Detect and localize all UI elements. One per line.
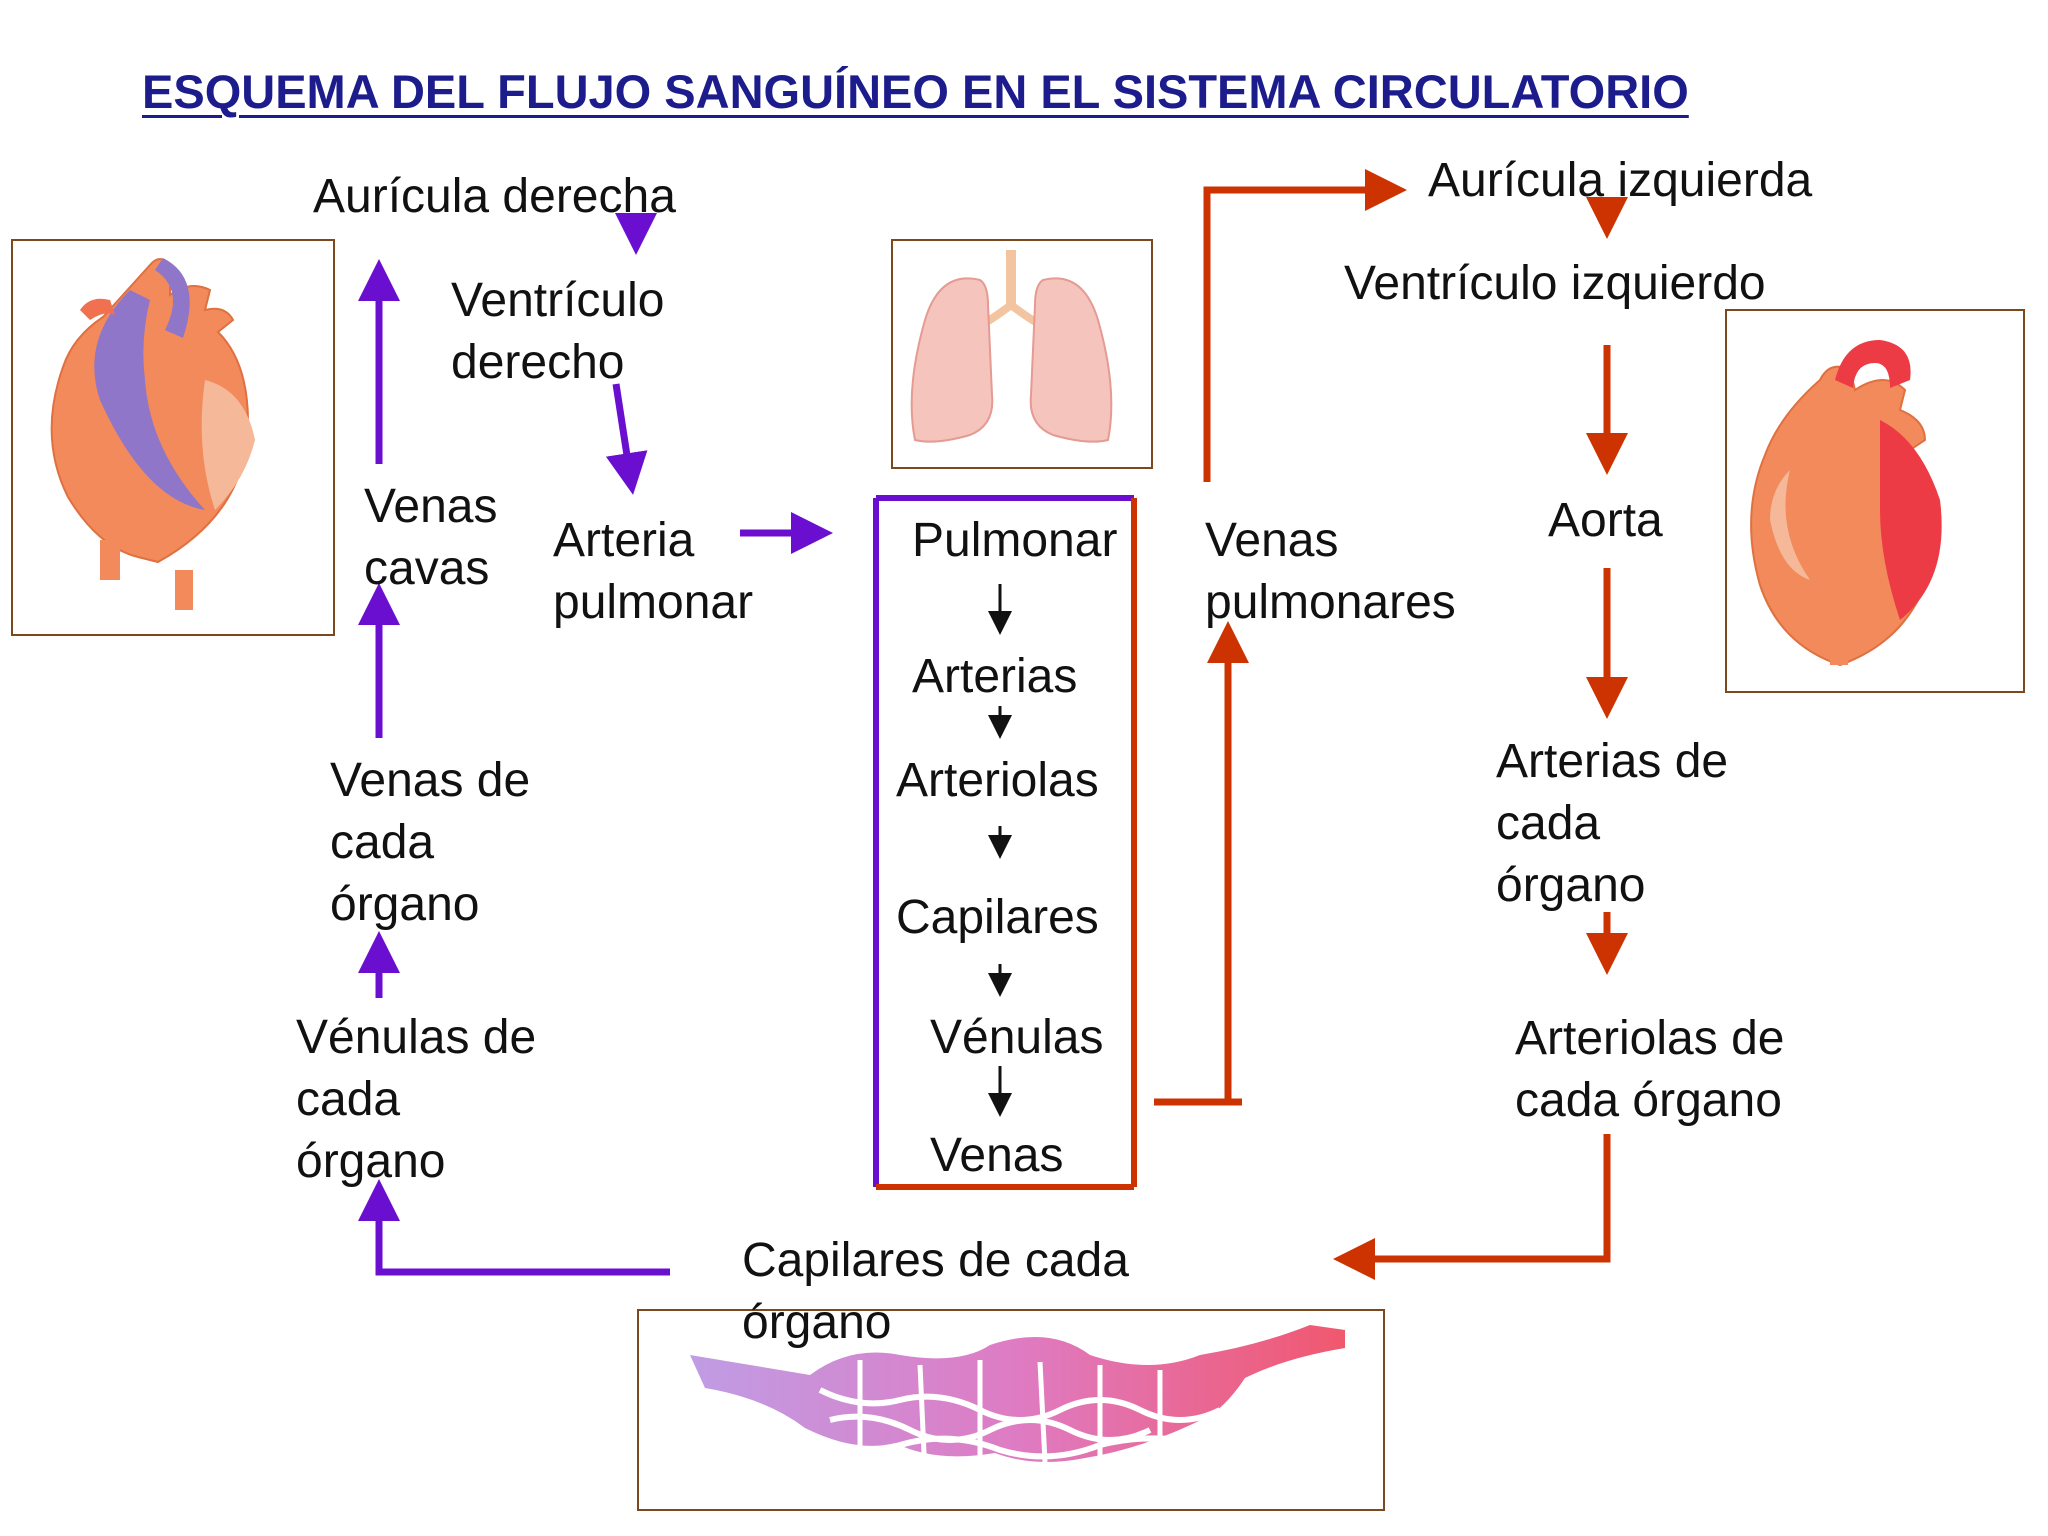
label-venas-de-cada-organo: Venas de cada órgano [330, 754, 531, 931]
pulmonary-item-arterias: Arterias [912, 650, 1078, 703]
lungs-icon [910, 250, 1113, 443]
pulmonary-item-arteriolas: Arteriolas [896, 754, 1099, 807]
label-venas-cavas: Venas cavas [364, 480, 498, 595]
pulmonary-item-pulmonar: Pulmonar [912, 514, 1118, 567]
heart-venous-icon [50, 258, 255, 610]
diagram-title: ESQUEMA DEL FLUJO SANGUÍNEO EN EL SISTEM… [142, 65, 1689, 118]
capillary-network-icon [690, 1325, 1345, 1476]
arrow-venas-pulmonares-to-auricula-izquierda [1203, 169, 1407, 482]
arrow-arteriolas-to-capilares [1333, 1134, 1611, 1280]
capillary-bed-image [637, 1309, 1385, 1511]
pulmonary-item-venas: Venas [930, 1129, 1064, 1182]
arrow-ventriculo-to-arteria-pulmonar [605, 383, 648, 495]
label-ventriculo-izquierdo: Ventrículo izquierdo [1344, 257, 1766, 310]
heart-arterial-icon [1750, 340, 1942, 667]
lungs-image [891, 239, 1153, 469]
label-arteria-pulmonar: Arteria pulmonar [553, 514, 754, 629]
pulmonary-circuit-box [873, 495, 1137, 1190]
label-capilares-de-cada-organo: Capilares de cada órgano [742, 1234, 1129, 1349]
arterial-flow-arrows [1154, 169, 1628, 1280]
label-venulas-de-cada-organo: Vénulas de cada órgano [296, 1011, 537, 1188]
arrow-capilares-to-venulas [358, 1179, 670, 1276]
heart-arterial-image [1725, 309, 2025, 693]
heart-venous-image [11, 239, 335, 636]
venous-flow-arrows [358, 213, 833, 1276]
label-venas-pulmonares: Venas pulmonares [1205, 514, 1456, 629]
pulmonary-item-capilares: Capilares [896, 891, 1099, 944]
arrow-venas-to-venas-pulmonares [1154, 621, 1249, 1106]
label-arterias-de-cada-organo: Arterias de cada órgano [1496, 735, 1729, 912]
label-aorta: Aorta [1548, 494, 1663, 547]
label-auricula-derecha: Aurícula derecha [313, 170, 676, 223]
label-auricula-izquierda: Aurícula izquierda [1428, 154, 1813, 207]
label-arteriolas-de-cada-organo: Arteriolas de cada órgano [1515, 1012, 1785, 1127]
label-ventriculo-derecho: Ventrículo derecho [451, 274, 665, 389]
pulmonary-item-venulas: Vénulas [930, 1011, 1104, 1064]
